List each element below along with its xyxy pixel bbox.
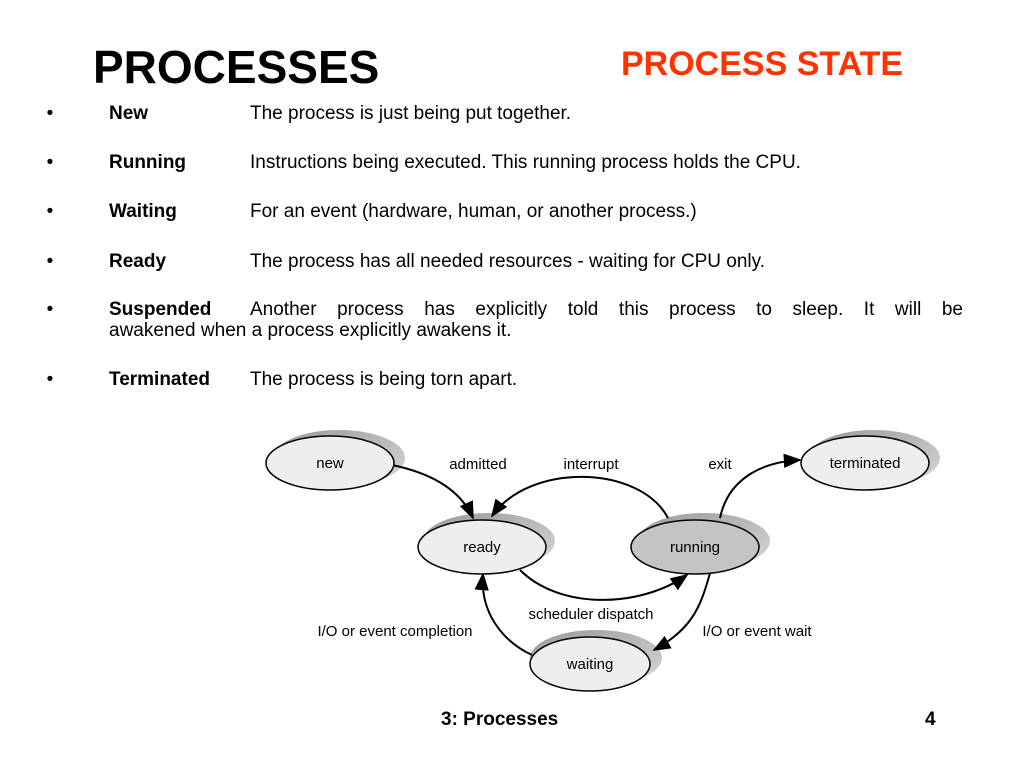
scheduler-dispatch-arrow — [519, 569, 689, 601]
state-term: Ready — [109, 251, 167, 272]
io-event-completion-label: I/O or event completion — [317, 623, 472, 640]
slide-title: PROCESSES — [93, 41, 380, 93]
node-labels: new terminated ready running waiting — [316, 455, 900, 673]
state-description: Instructions being executed. This runnin… — [250, 152, 801, 173]
state-description: The process is being torn apart. — [250, 369, 518, 390]
bullet-icon: • — [46, 152, 54, 173]
new-node-label: new — [316, 455, 344, 472]
io-event-wait-arrow — [652, 572, 711, 651]
waiting-node — [529, 636, 651, 692]
interrupt-label: interrupt — [563, 456, 619, 473]
bullet-icon: • — [46, 103, 54, 124]
ready-node — [417, 519, 547, 575]
terminated-node-label: terminated — [830, 455, 901, 472]
admitted-label: admitted — [449, 456, 507, 473]
state-term: Waiting — [109, 201, 177, 222]
state-term: Terminated — [109, 369, 211, 390]
bullet-icon: • — [46, 369, 54, 390]
state-term: Suspended — [109, 299, 212, 320]
admitted-arrow — [391, 464, 474, 520]
state-description: The process has all needed resources - w… — [250, 251, 766, 272]
edge-labels: admitted interrupt exit scheduler dispat… — [317, 456, 812, 640]
io-event-completion-arrow — [474, 572, 533, 656]
state-description: For an event (hardware, human, or anothe… — [250, 201, 697, 222]
nodes — [265, 435, 930, 692]
new-node — [265, 435, 395, 491]
io-event-wait-label: I/O or event wait — [702, 623, 812, 640]
section-title: PROCESS STATE — [621, 45, 904, 83]
footer-title: 3: Processes — [441, 709, 559, 730]
state-description: Another process has explicitly told this… — [250, 300, 963, 320]
terminated-node — [800, 435, 930, 491]
bullet-icon: • — [46, 201, 54, 222]
scheduler-dispatch-label: scheduler dispatch — [528, 606, 653, 623]
waiting-node-label: waiting — [566, 656, 614, 673]
running-node — [630, 519, 760, 575]
running-node-label: running — [670, 539, 720, 556]
interrupt-arrow — [490, 475, 669, 519]
state-term: Running — [109, 152, 187, 173]
bullet-icon: • — [46, 299, 54, 320]
state-description-continued: awakened when a process explicitly awake… — [109, 320, 512, 341]
exit-arrow — [719, 453, 802, 519]
edges — [391, 453, 802, 656]
exit-label: exit — [708, 456, 732, 473]
ready-node-label: ready — [463, 539, 501, 556]
bullet-icon: • — [46, 251, 54, 272]
page-number: 4 — [925, 709, 936, 730]
state-description: The process is just being put together. — [250, 103, 572, 124]
state-term: New — [109, 103, 149, 124]
